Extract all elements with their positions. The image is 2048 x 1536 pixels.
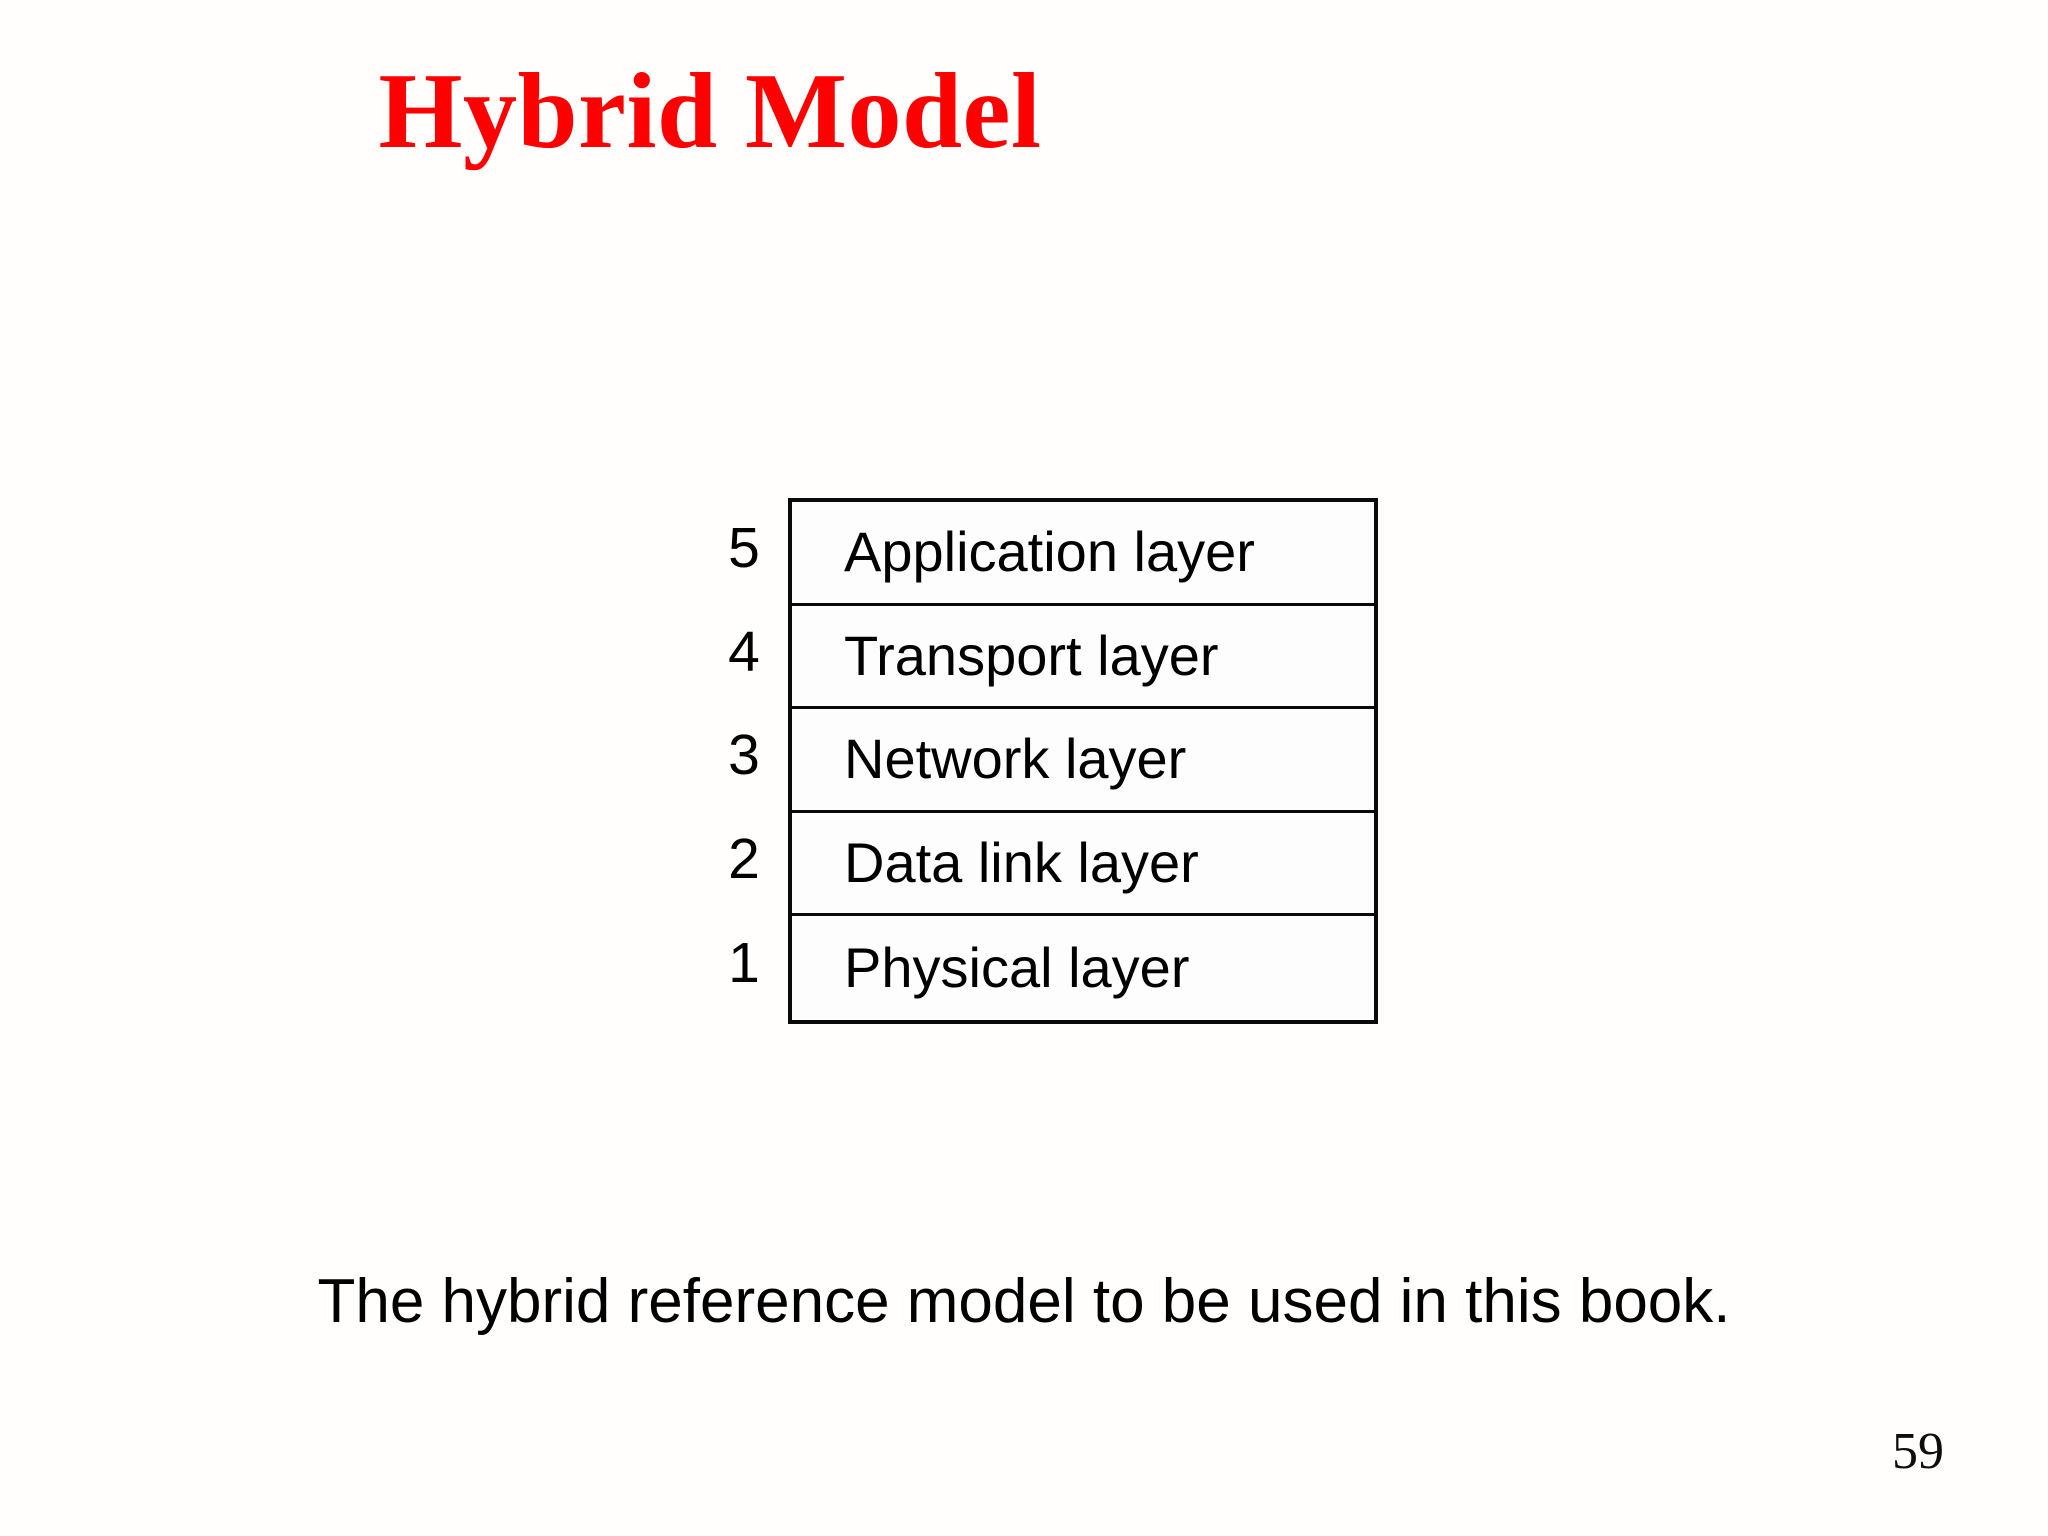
- layer-row-physical: Physical layer: [844, 936, 1190, 1000]
- layer-stack-diagram: 5 4 3 2 1 Application layer Transport la…: [700, 498, 1378, 1024]
- layer-number-3: 3: [728, 723, 760, 788]
- layer-number-2: 2: [728, 827, 760, 892]
- page-number: 59: [1892, 1423, 1944, 1480]
- layer-row-application: Application layer: [792, 502, 1374, 606]
- layer-number-column: 5 4 3 2 1: [700, 498, 788, 1024]
- layer-number-4: 4: [728, 619, 760, 684]
- layer-row-network: Network layer: [792, 709, 1374, 813]
- layer-number-5: 5: [728, 516, 760, 581]
- layer-row-transport: Transport layer: [792, 606, 1374, 710]
- layer-number-1: 1: [728, 930, 760, 995]
- layer-row-data-link: Data link layer: [792, 813, 1374, 917]
- diagram-caption: The hybrid reference model to be used in…: [317, 1267, 1731, 1336]
- layer-box-column: Application layer Transport layer Networ…: [788, 498, 1378, 1024]
- page-title: Hybrid Model: [378, 52, 1042, 171]
